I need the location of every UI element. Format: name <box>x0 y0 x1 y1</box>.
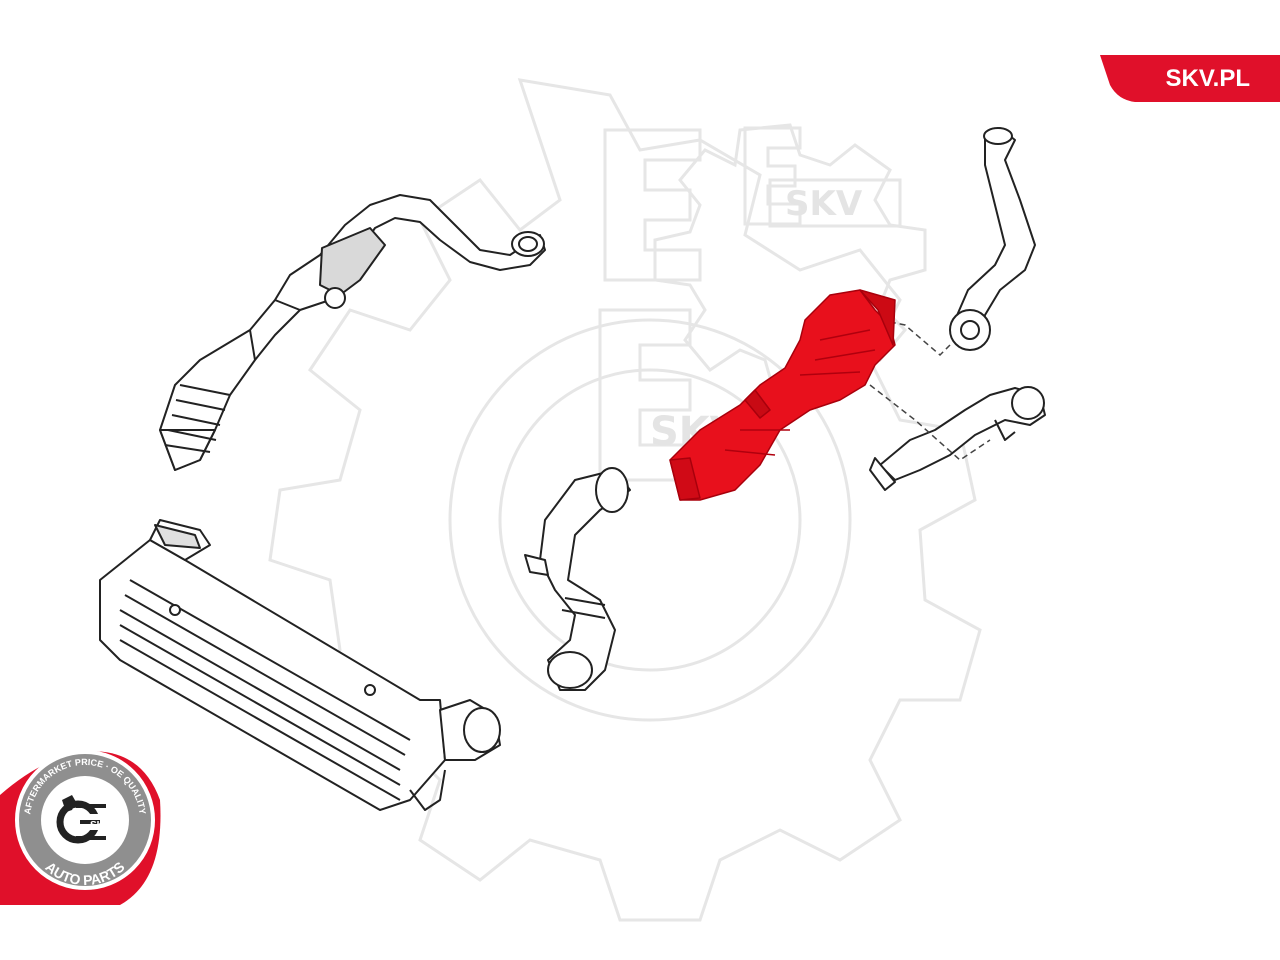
intake-pipe-highlighted <box>669 289 896 501</box>
badge-center-label: SKV <box>90 820 111 831</box>
gear-e-logo-icon <box>56 795 110 844</box>
intake-hose-lower-center <box>524 467 631 691</box>
turbo-hose-upper-right <box>949 127 1036 351</box>
turbo-hose-middle-right <box>869 386 1046 491</box>
brand-tag[interactable]: SKV.PL <box>1100 55 1280 102</box>
watermark-label: SKV <box>785 184 863 224</box>
watermark-e-logo-small-icon <box>743 126 802 226</box>
intercooler <box>99 519 501 811</box>
charge-pipe-upper-left <box>159 194 546 471</box>
watermark-label-frame <box>768 178 902 228</box>
brand-site-label[interactable]: SKV.PL <box>1166 65 1250 92</box>
skv-auto-parts-badge: AFTERMARKET PRICE · OE QUALITY AUTO PART… <box>0 750 161 905</box>
watermark-gear-large-icon <box>268 78 982 922</box>
